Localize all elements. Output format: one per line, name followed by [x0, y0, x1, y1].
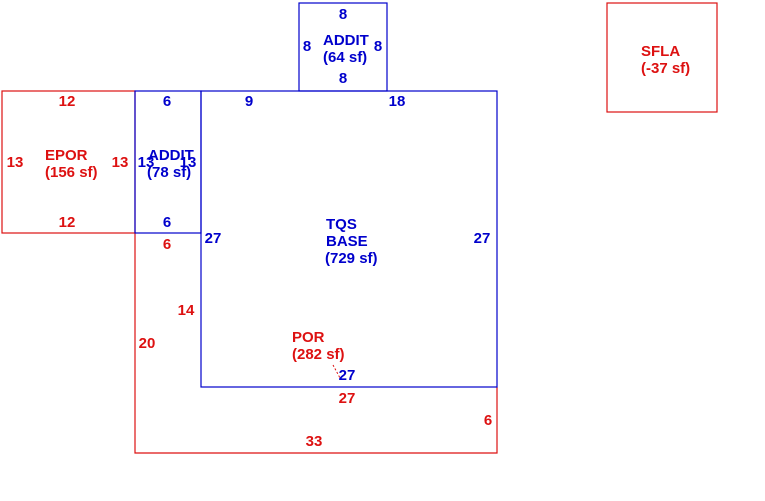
base-name-line1: TQS: [326, 216, 357, 233]
addit-top-dim-left: 8: [303, 38, 311, 55]
addit-left-area: (78 sf): [147, 164, 191, 181]
por-dim-inner: 14: [178, 302, 195, 319]
base-outline: [200, 90, 498, 388]
epor-dim-left: 13: [7, 154, 24, 171]
por-dim-top: 6: [163, 236, 171, 253]
sfla-outline: [606, 2, 718, 113]
base-dim-bottom: 27: [339, 367, 356, 384]
epor-area: (156 sf): [45, 164, 98, 181]
addit-left-dim-top: 6: [163, 93, 171, 110]
addit-left-dim-bottom: 6: [163, 214, 171, 231]
por-area: (282 sf): [292, 346, 345, 363]
por-name: POR: [292, 329, 325, 346]
por-dim-left: 20: [139, 335, 156, 352]
addit-top-dim-bottom: 8: [339, 70, 347, 87]
base-dim-right: 27: [474, 230, 491, 247]
por-dim-bottom: 33: [306, 433, 323, 450]
base-area: (729 sf): [325, 250, 378, 267]
addit-top-name: ADDIT: [323, 32, 369, 49]
base-name-line2: BASE: [326, 233, 368, 250]
addit-left-name: ADDIT: [148, 147, 194, 164]
addit-left-dim-right: 13: [180, 154, 197, 171]
addit-top-dim-right: 8: [374, 38, 382, 55]
sfla-area: (-37 sf): [641, 60, 690, 77]
por-dim-top-bottom: 27: [339, 390, 356, 407]
base-dim-top-left: 9: [245, 93, 253, 110]
epor-name: EPOR: [45, 147, 88, 164]
base-dim-top-right: 18: [389, 93, 406, 110]
epor-dim-bottom: 12: [59, 214, 76, 231]
addit-left-dim-left: 13: [138, 154, 155, 171]
por-label-leader: [332, 364, 341, 379]
base-dim-left: 27: [205, 230, 222, 247]
por-dim-right: 6: [484, 412, 492, 429]
sfla-name: SFLA: [641, 43, 680, 60]
epor-dim-right: 13: [112, 154, 129, 171]
epor-dim-top: 12: [59, 93, 76, 110]
por-outline: [134, 233, 498, 454]
addit-top-dim-top: 8: [339, 6, 347, 23]
addit-top-area: (64 sf): [323, 49, 367, 66]
